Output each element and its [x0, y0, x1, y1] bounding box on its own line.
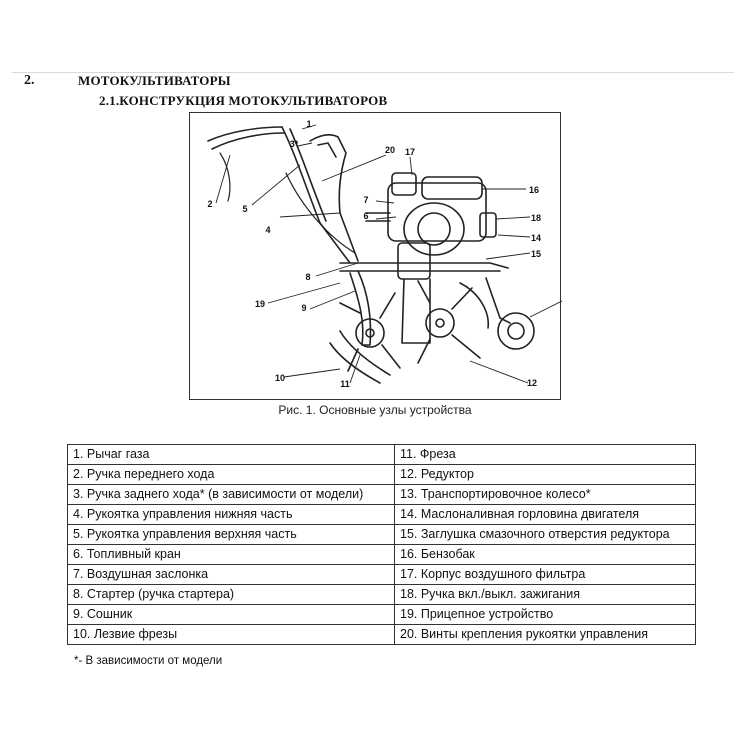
callout-2: 2	[207, 199, 212, 209]
section-number: 2.	[24, 73, 35, 88]
table-row: 7. Воздушная заслонка 17. Корпус воздушн…	[67, 564, 696, 585]
table-row: 3. Ручка заднего хода* (в зависимости от…	[67, 484, 696, 505]
callout-17: 17	[405, 147, 415, 157]
table-row: 5. Рукоятка управления верхняя часть 15.…	[67, 524, 696, 545]
table-row: 9. Сошник 19. Прицепное устройство	[67, 604, 696, 625]
part-cell: 14. Маслоналивная горловина двигателя	[394, 504, 696, 525]
footnote: *- В зависимости от модели	[74, 655, 223, 667]
table-row: 8. Стартер (ручка стартера) 18. Ручка вк…	[67, 584, 696, 605]
part-cell: 2. Ручка переднего хода	[67, 464, 395, 485]
part-cell: 6. Топливный кран	[67, 544, 395, 565]
callout-11: 11	[340, 379, 350, 389]
part-cell: 9. Сошник	[67, 604, 395, 625]
part-cell: 20. Винты крепления рукоятки управления	[394, 624, 696, 645]
callout-9: 9	[301, 303, 306, 313]
part-cell: 15. Заглушка смазочного отверстия редукт…	[394, 524, 696, 545]
callout-4: 4	[265, 225, 270, 235]
callout-1: 1	[306, 119, 311, 129]
part-cell: 5. Рукоятка управления верхняя часть	[67, 524, 395, 545]
part-cell: 13. Транспортировочное колесо*	[394, 484, 696, 505]
part-cell: 11. Фреза	[394, 444, 696, 465]
figure-caption: Рис. 1. Основные узлы устройства	[278, 403, 472, 417]
callout-10: 10	[275, 373, 285, 383]
part-cell: 1. Рычаг газа	[67, 444, 395, 465]
subsection-title: 2.1.КОНСТРУКЦИЯ МОТОКУЛЬТИВАТОРОВ	[99, 93, 388, 108]
callout-15: 15	[531, 249, 541, 259]
cultivator-drawing: 1 2 3* 4 5 6 7 8 9 10 11 12 13 14 15 16 …	[207, 119, 562, 389]
callout-5: 5	[242, 204, 247, 214]
part-cell: 19. Прицепное устройство	[394, 604, 696, 625]
part-cell: 17. Корпус воздушного фильтра	[394, 564, 696, 585]
part-cell: 7. Воздушная заслонка	[67, 564, 395, 585]
table-row: 10. Лезвие фрезы 20. Винты крепления рук…	[67, 624, 696, 645]
callout-3: 3*	[290, 139, 299, 149]
callout-6: 6	[363, 211, 368, 221]
part-cell: 4. Рукоятка управления нижняя часть	[67, 504, 395, 525]
callout-16: 16	[529, 185, 539, 195]
table-row: 1. Рычаг газа 11. Фреза	[67, 444, 696, 465]
table-row: 6. Топливный кран 16. Бензобак	[67, 544, 696, 565]
part-cell: 12. Редуктор	[394, 464, 696, 485]
part-cell: 8. Стартер (ручка стартера)	[67, 584, 395, 605]
callout-18: 18	[531, 213, 541, 223]
top-rule	[12, 72, 734, 73]
section-title: МОТОКУЛЬТИВАТОРЫ	[78, 73, 231, 88]
cultivator-diagram: 1 2 3* 4 5 6 7 8 9 10 11 12 13 14 15 16 …	[189, 112, 562, 400]
callout-12: 12	[527, 378, 537, 388]
callout-20: 20	[385, 145, 395, 155]
table-row: 2. Ручка переднего хода 12. Редуктор	[67, 464, 696, 485]
part-cell: 3. Ручка заднего хода* (в зависимости от…	[67, 484, 395, 505]
part-cell: 18. Ручка вкл./выкл. зажигания	[394, 584, 696, 605]
table-row: 4. Рукоятка управления нижняя часть 14. …	[67, 504, 696, 525]
part-cell: 10. Лезвие фрезы	[67, 624, 395, 645]
callout-19: 19	[255, 299, 265, 309]
parts-table: 1. Рычаг газа 11. Фреза 2. Ручка передне…	[67, 444, 696, 645]
callout-7: 7	[363, 195, 368, 205]
callout-8: 8	[305, 272, 310, 282]
callout-14: 14	[531, 233, 541, 243]
part-cell: 16. Бензобак	[394, 544, 696, 565]
